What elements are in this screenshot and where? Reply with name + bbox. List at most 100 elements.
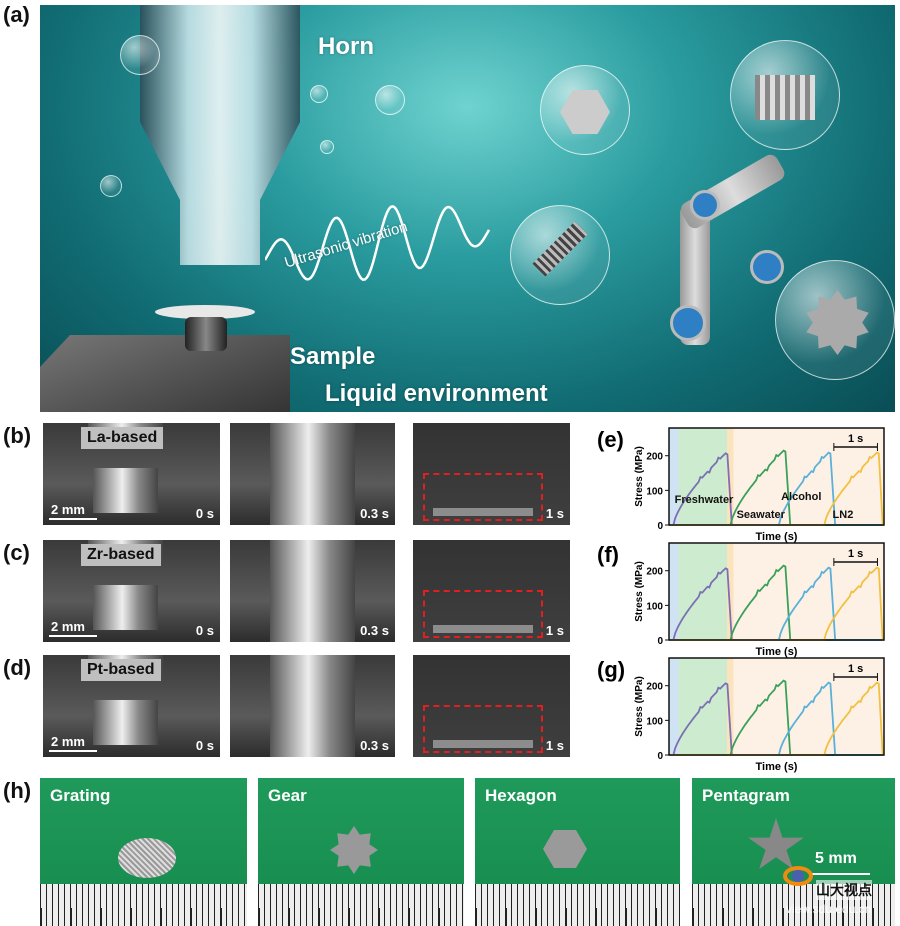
grating-photo: Grating [40, 778, 247, 926]
material-label: Zr-based [81, 544, 161, 566]
series-alcohol [669, 566, 884, 641]
y-tick-label: 200 [646, 682, 663, 693]
series-label: Seawater [737, 509, 786, 521]
stress-time-chart: 0 100 200 1 s Time (s) Stress (MPa) (g) [597, 655, 897, 773]
y-axis-label: Stress (MPa) [634, 446, 645, 507]
y-tick-label: 100 [646, 716, 663, 727]
series-alcohol [669, 451, 884, 526]
frame-0s: Zr-based 2 mm 0 s [43, 540, 220, 642]
y-tick-label: 0 [657, 636, 663, 647]
time-label: 1 s [545, 623, 564, 638]
series-alcohol [669, 681, 884, 756]
frame-1s: 1 s [413, 423, 570, 525]
y-tick-label: 100 [646, 486, 663, 497]
series-label: Alcohol [781, 491, 821, 503]
frame-1s: 1 s [413, 540, 570, 642]
x-axis-label: Time (s) [756, 646, 798, 658]
scale-label: 2 mm [51, 734, 85, 749]
sample-disc [155, 305, 255, 319]
debris-highlight-box [423, 705, 543, 753]
series-freshwater [669, 682, 884, 756]
time-label: 0.3 s [360, 738, 389, 753]
environment-band [669, 543, 679, 640]
frame-0s: Pt-based 2 mm 0 s [43, 655, 220, 757]
frame-0.3s: 0.3 s [230, 655, 395, 757]
gear-label: Gear [268, 786, 307, 805]
scale-bar-label: 1 s [848, 433, 863, 445]
series-ln2 [669, 451, 884, 526]
material-label: La-based [81, 427, 164, 449]
environment-label: Liquid environment [325, 380, 548, 407]
time-label: 0 s [195, 738, 214, 753]
panel-label: (e) [597, 427, 624, 452]
material-label: Pt-based [81, 659, 161, 681]
panel-h-label: (h) [3, 778, 32, 803]
y-tick-label: 200 [646, 452, 663, 463]
debris-highlight-box [423, 590, 543, 638]
panel-label: (c) [3, 540, 30, 565]
frame-0.3s: 0.3 s [230, 423, 395, 525]
environment-band [727, 543, 734, 640]
series-freshwater [669, 452, 884, 526]
stress-time-chart: 0 100 200 1 s Time (s) Stress (MPa) (f) [597, 540, 897, 658]
environment-band [669, 428, 679, 525]
y-tick-label: 0 [657, 751, 663, 762]
watermark-logo: 山大视点 view.sdu.edu.cn [778, 860, 898, 922]
pentagram-label: Pentagram [702, 786, 790, 805]
high-speed-sequence: Zr-based 2 mm 0 s 0.3 s 1 s [0, 540, 600, 642]
series-freshwater [669, 567, 884, 641]
series-seawater [669, 564, 884, 641]
scale-label: 2 mm [51, 502, 85, 517]
series-ln2 [669, 566, 884, 641]
y-tick-label: 100 [646, 601, 663, 612]
series-label: LN2 [833, 509, 854, 521]
high-speed-sequence: La-based 2 mm 0 s 0.3 s 1 s [0, 423, 600, 525]
sample-stage [40, 335, 290, 412]
panel-a-label: (a) [3, 2, 30, 27]
scale-bar-label: 1 s [848, 548, 863, 560]
x-axis-label: Time (s) [756, 531, 798, 543]
watermark-url: view.sdu.edu.cn [786, 902, 872, 916]
time-label: 0 s [195, 623, 214, 638]
scale-bar-label: 1 s [848, 663, 863, 675]
time-label: 0.3 s [360, 506, 389, 521]
series-ln2 [669, 681, 884, 756]
environment-band [733, 428, 884, 525]
y-tick-label: 200 [646, 567, 663, 578]
environment-band [733, 543, 884, 640]
panel-a-illustration: Horn Ultrasonic vibration Sample Liquid … [40, 5, 895, 412]
horn-label: Horn [318, 33, 374, 60]
debris-highlight-box [423, 473, 543, 521]
grating-label: Grating [50, 786, 111, 805]
grating-icon [755, 75, 815, 120]
frame-1s: 1 s [413, 655, 570, 757]
watermark-name: 山大视点 [816, 880, 872, 900]
y-axis-label: Stress (MPa) [634, 676, 645, 737]
environment-band [733, 658, 884, 755]
panel-label: (f) [597, 542, 619, 567]
time-label: 1 s [545, 506, 564, 521]
hexagon-label: Hexagon [485, 786, 557, 805]
series-seawater [669, 679, 884, 756]
frame-0s: La-based 2 mm 0 s [43, 423, 220, 525]
panel-label: (d) [3, 655, 32, 680]
time-label: 1 s [545, 738, 564, 753]
environment-band [727, 658, 734, 755]
environment-band [669, 658, 679, 755]
environment-band [727, 428, 734, 525]
pentagram-photo: Pentagram 5 mm [692, 778, 895, 926]
gear-photo: Gear [258, 778, 464, 926]
y-tick-label: 0 [657, 521, 663, 532]
high-speed-sequence: Pt-based 2 mm 0 s 0.3 s 1 s [0, 655, 600, 757]
scale-label: 2 mm [51, 619, 85, 634]
series-seawater [669, 449, 884, 526]
sample-label: Sample [290, 343, 376, 370]
panel-label: (b) [3, 423, 32, 448]
scale-5mm-label: 5 mm [815, 850, 857, 867]
ultrasonic-wave-icon [265, 205, 491, 282]
x-axis-label: Time (s) [756, 761, 798, 773]
panel-label: (g) [597, 657, 625, 682]
y-axis-label: Stress (MPa) [634, 561, 645, 622]
hexagon-photo: Hexagon [475, 778, 680, 926]
